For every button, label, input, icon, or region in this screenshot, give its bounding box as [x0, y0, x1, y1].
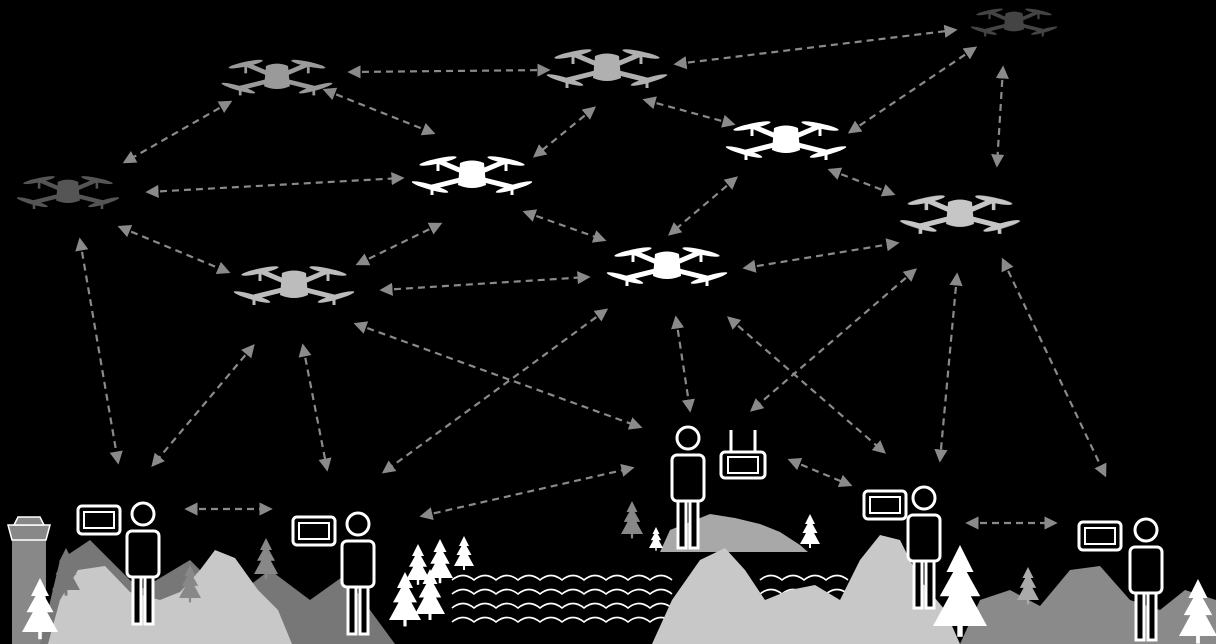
- pine-tree: [254, 538, 278, 579]
- link-d5-op5: [1003, 260, 1105, 475]
- mountains-right-back: [960, 566, 1216, 644]
- link-d2-d3: [535, 108, 594, 156]
- pine-tree: [933, 545, 987, 637]
- link-d8-op1: [153, 346, 253, 465]
- link-d4-d5: [830, 170, 893, 194]
- tablet-controller-icon: [1079, 522, 1121, 550]
- communication-links: [80, 30, 1105, 523]
- link-d2-d10: [676, 30, 955, 64]
- link-d8-d7: [382, 277, 588, 290]
- tablet-controller-icon: [864, 491, 906, 519]
- link-d10-d5: [997, 68, 1003, 165]
- drone-d2: [546, 48, 668, 88]
- link-d10-d4: [850, 48, 975, 132]
- drone-d9: [900, 194, 1020, 234]
- link-op3-op4: [790, 460, 850, 485]
- pine-tree: [800, 514, 820, 548]
- link-d7-op4: [729, 318, 884, 452]
- drone-d3: [411, 155, 533, 195]
- link-d3-d7: [525, 212, 604, 240]
- link-d7-op2: [384, 310, 606, 472]
- link-d7-op3: [676, 318, 690, 410]
- pine-tree-cluster: [389, 536, 474, 626]
- drone-swarm: [16, 7, 1058, 305]
- link-d6-d8: [120, 227, 228, 272]
- pine-tree: [649, 527, 663, 551]
- tablet-controller-icon: [293, 517, 335, 545]
- link-d1-d2: [350, 70, 548, 72]
- pine-tree: [621, 501, 643, 538]
- link-d3-d8: [358, 224, 440, 264]
- tablet-controller-icon: [78, 506, 120, 534]
- drone-d1: [221, 58, 333, 95]
- drone-d8: [233, 265, 355, 305]
- link-d1-d6: [125, 102, 230, 162]
- link-d7-d5: [745, 243, 897, 268]
- drone-d10: [970, 7, 1058, 36]
- link-d5-op4: [940, 275, 957, 460]
- link-d5-op3: [752, 270, 915, 410]
- link-d2-d4: [645, 100, 733, 124]
- link-d4-d7: [670, 178, 736, 234]
- link-d1-d3: [325, 90, 433, 133]
- pine-tree: [1017, 567, 1039, 604]
- link-d8-op3: [356, 324, 640, 427]
- link-d8-op2: [303, 346, 327, 469]
- link-d6-op1: [80, 240, 118, 462]
- handheld-remote-icon: [721, 430, 765, 478]
- drone-d6: [16, 175, 120, 209]
- drone-d4: [725, 120, 847, 160]
- link-op2-op3: [422, 468, 632, 516]
- link-d6-d3: [148, 178, 402, 192]
- drone-d7: [606, 246, 728, 286]
